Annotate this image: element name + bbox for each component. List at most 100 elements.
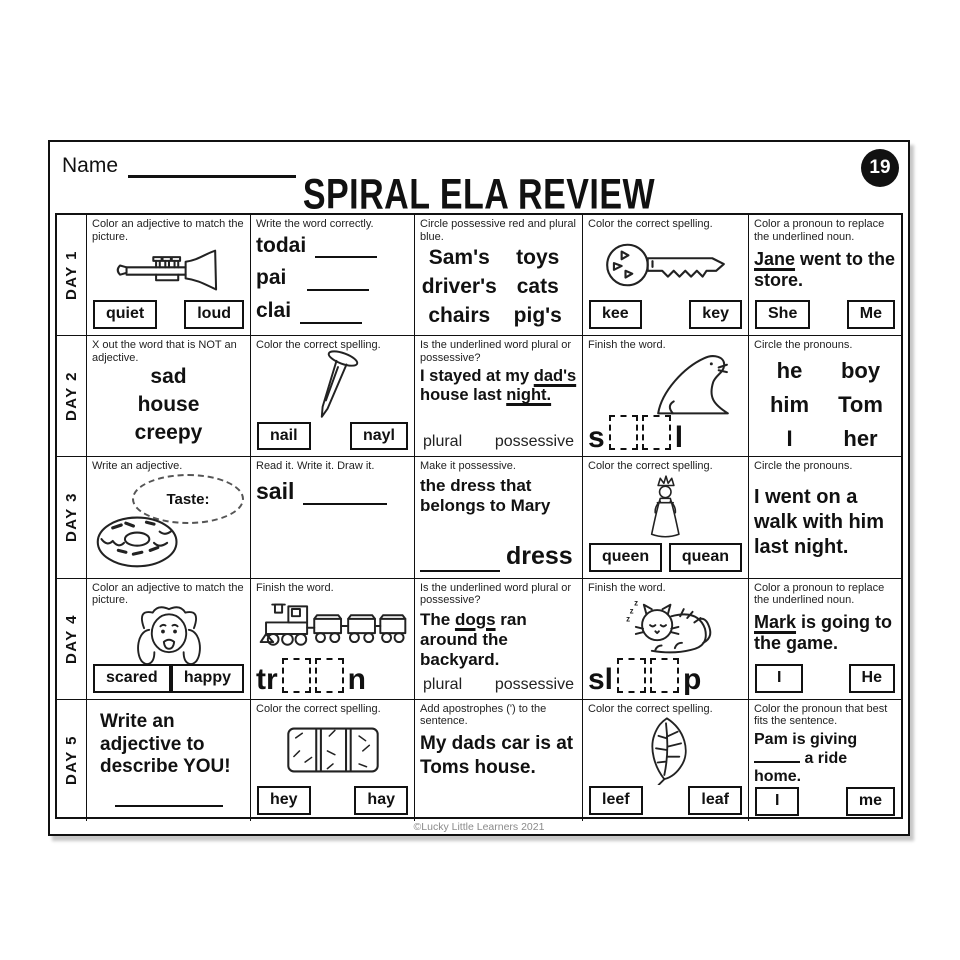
bubble-label: Taste: (166, 490, 210, 508)
circle-word[interactable]: I (786, 425, 793, 451)
day2-spelling-choice-activity: Color the correct spelling. nail nayl (251, 336, 415, 458)
day5-row-header: DAY 5 (57, 699, 87, 821)
answer-option-leaf[interactable]: leaf (688, 786, 742, 815)
day4-label: DAY 4 (63, 613, 80, 664)
circle-word[interactable]: her (843, 425, 878, 451)
letter-box[interactable] (641, 415, 671, 451)
word-start: tr (256, 663, 278, 697)
choice-possessive[interactable]: possessive (494, 433, 574, 451)
choice-plural[interactable]: plural (423, 675, 463, 693)
word-start: sl (588, 663, 614, 697)
letter-box[interactable] (314, 657, 344, 693)
circle-word[interactable]: he (776, 357, 803, 383)
fill-blank[interactable] (754, 749, 800, 763)
sentence[interactable]: I went on a walk with him last night. (754, 485, 885, 558)
underlined-noun: Jane (754, 249, 796, 270)
nail-image (256, 350, 409, 421)
taste-write-bubble[interactable]: Taste: (132, 474, 244, 525)
trumpet-image (92, 243, 245, 299)
activity-prompt: Circle the pronouns. (754, 460, 853, 473)
answer-option-quean[interactable]: quean (668, 542, 742, 572)
answer-option-me[interactable]: Me (846, 300, 895, 330)
worksheet-grid: DAY 1 Color an adjective to match the pi… (55, 213, 903, 821)
leaf-image (588, 715, 743, 786)
day2-circle-pronouns-activity: Circle the pronouns. he boy him Tom I he… (749, 336, 901, 458)
letter-box[interactable] (281, 657, 311, 693)
answer-option-loud[interactable]: loud (184, 300, 244, 330)
write-line[interactable] (307, 277, 370, 292)
phrase-text: the dress that belongs to Mary (420, 475, 551, 515)
day2-finish-word-activity: Finish the word. s l (583, 336, 749, 458)
train-image (256, 594, 409, 658)
activity-prompt: Is the underlined word plural or possess… (420, 581, 572, 607)
answer-option-kee[interactable]: kee (589, 300, 642, 330)
underlined-word: dad's (533, 367, 577, 386)
worksheet-page: Name 19 SPIRAL ELA REVIEW DAY 1 Color an… (48, 140, 910, 836)
answer-option-me[interactable]: me (845, 786, 895, 816)
underlined-word: night. (506, 386, 552, 405)
answer-option-hey[interactable]: hey (257, 786, 311, 815)
x-out-word[interactable]: creepy (134, 421, 203, 445)
day1-label: DAY 1 (63, 250, 80, 301)
sentence-mid: house last (420, 386, 507, 405)
answer-option-i[interactable]: I (755, 663, 804, 693)
sentence-rest: is going to the game. (754, 611, 893, 653)
circle-word[interactable]: toys (516, 246, 560, 270)
answer-option-key[interactable]: key (689, 300, 742, 330)
answer-option-scared[interactable]: scared (93, 663, 171, 693)
circle-word[interactable]: him (769, 391, 810, 417)
hay-bale-image (256, 715, 409, 785)
answer-option-queen[interactable]: queen (589, 542, 663, 572)
activity-prompt: Color the correct spelling. (588, 460, 713, 473)
activity-prompt: Color the correct spelling. (588, 218, 713, 230)
circle-word[interactable]: Sam's (428, 246, 490, 270)
circle-word[interactable]: boy (840, 357, 881, 383)
circle-word[interactable]: driver's (421, 275, 497, 299)
write-line[interactable] (315, 244, 378, 259)
activity-prompt: Color the correct spelling. (256, 702, 381, 715)
answer-option-happy[interactable]: happy (170, 663, 244, 693)
day4-row-header: DAY 4 (57, 578, 87, 700)
answer-option-she[interactable]: She (755, 300, 811, 330)
answer-option-hay[interactable]: hay (354, 786, 408, 815)
day3-write-adjective-activity: Write an adjective. Taste: (87, 457, 251, 579)
write-line[interactable] (420, 558, 500, 572)
day3-spelling-choice-activity: Color the correct spelling. queen quean (583, 457, 749, 579)
answer-option-he[interactable]: He (848, 663, 895, 693)
day3-circle-pronouns-activity: Circle the pronouns. I went on a walk wi… (749, 457, 901, 579)
activity-prompt: X out the word that is NOT an adjective. (92, 339, 237, 364)
activity-prompt: Write an adjective. (92, 460, 183, 473)
write-line[interactable] (300, 310, 363, 324)
write-line[interactable] (303, 491, 388, 506)
answer-option-nail[interactable]: nail (257, 421, 311, 451)
misspelled-word: todai (256, 233, 307, 257)
circle-word[interactable]: cats (516, 275, 559, 299)
x-out-word[interactable]: sad (150, 365, 187, 389)
day1-spelling-correction-activity: Write the word correctly. todai pai clai (251, 215, 415, 337)
activity-prompt: Color the correct spelling. (256, 339, 381, 352)
day5-add-apostrophes-activity: Add apostrophes (') to the sentence. My … (415, 699, 583, 821)
word-start: s (588, 420, 605, 454)
choice-possessive[interactable]: possessive (494, 675, 574, 693)
name-input-line[interactable] (128, 158, 297, 178)
letter-box[interactable] (608, 415, 638, 451)
day1-pronoun-replace-activity: Color a pronoun to replace the underline… (749, 215, 901, 337)
day2-not-adjective-activity: X out the word that is NOT an adjective.… (87, 336, 251, 458)
circle-word[interactable]: Tom (838, 391, 883, 417)
sentence: Pam is giving a ride home. (754, 731, 896, 786)
answer-option-leef[interactable]: leef (589, 786, 643, 815)
letter-box[interactable] (650, 657, 680, 693)
write-line[interactable] (114, 793, 223, 807)
answer-option-nayl[interactable]: nayl (349, 421, 408, 451)
day1-spelling-choice-activity: Color the correct spelling. kee key (583, 215, 749, 337)
choice-plural[interactable]: plural (423, 433, 463, 451)
sentence-mid: ran around the backyard. (420, 609, 527, 669)
circle-word[interactable]: chairs (428, 304, 491, 328)
answer-option-quiet[interactable]: quiet (93, 300, 158, 330)
x-out-word[interactable]: house (137, 393, 200, 417)
circle-word[interactable]: pig's (513, 304, 562, 328)
sentence[interactable]: My dads car is at Toms house. (420, 732, 574, 778)
draw-area[interactable] (256, 505, 409, 575)
letter-box[interactable] (617, 657, 647, 693)
answer-option-i[interactable]: I (755, 786, 800, 816)
